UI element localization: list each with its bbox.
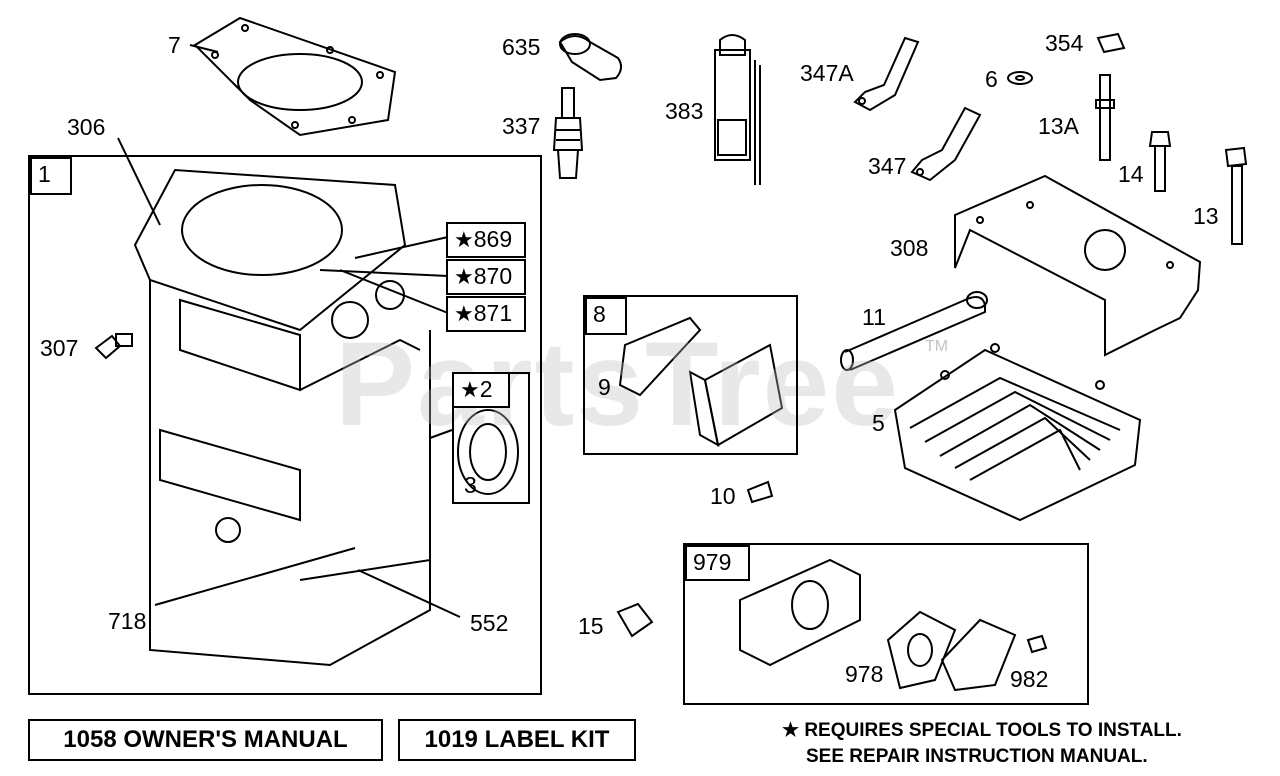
callout-347[interactable]: 347 (868, 153, 907, 179)
callout-982[interactable]: 982 (1010, 666, 1049, 692)
note-line-1: ★ REQUIRES SPECIAL TOOLS TO INSTALL. (782, 718, 1182, 744)
box-label-2[interactable]: ★2 (452, 372, 510, 408)
callout-15[interactable]: 15 (578, 613, 604, 639)
washer-6[interactable] (1007, 71, 1033, 85)
bolt-13[interactable] (1224, 146, 1248, 245)
star-icon: ★ (454, 301, 474, 326)
star-icon: ★ (782, 720, 800, 741)
box-label-871-text: 871 (473, 300, 513, 326)
callout-6[interactable]: 6 (985, 66, 998, 92)
bolt-14[interactable] (1148, 131, 1172, 192)
note-line-1-text: REQUIRES SPECIAL TOOLS TO INSTALL. (804, 720, 1182, 741)
callout-11[interactable]: 11 (862, 304, 886, 330)
head-gasket-7[interactable] (193, 16, 397, 137)
callout-718[interactable]: 718 (108, 608, 147, 634)
gasket-parts-979[interactable] (739, 558, 1048, 692)
note-line-2: SEE REPAIR INSTRUCTION MANUAL. (806, 746, 1148, 767)
box-label-8[interactable]: 8 (585, 297, 627, 335)
spark-plug-boot-635[interactable] (558, 33, 622, 82)
callout-337[interactable]: 337 (502, 113, 541, 139)
armature-383[interactable] (714, 34, 761, 185)
callout-354[interactable]: 354 (1045, 30, 1084, 56)
box-label-979[interactable]: 979 (685, 545, 750, 581)
air-guide-308[interactable] (954, 174, 1202, 357)
label-kit-box[interactable]: 1019 LABEL KIT (398, 719, 636, 761)
box-label-869-text: 869 (473, 226, 513, 252)
drain-plug-15[interactable] (616, 602, 654, 638)
cylinder-head-5[interactable] (893, 343, 1142, 522)
leader-lines (117, 44, 461, 618)
box-label-869[interactable]: ★869 (446, 222, 526, 258)
callout-13a[interactable]: 13A (1038, 113, 1079, 139)
star-icon: ★ (460, 377, 480, 402)
box-label-870[interactable]: ★870 (446, 259, 526, 295)
box-label-870-text: 870 (473, 263, 513, 289)
nut-354[interactable] (1096, 32, 1126, 54)
screw-307[interactable] (94, 333, 133, 360)
callout-552[interactable]: 552 (470, 610, 509, 636)
star-icon: ★ (454, 227, 474, 252)
spark-plug-337[interactable] (552, 87, 584, 179)
bracket-347a[interactable] (853, 36, 920, 112)
watermark-tm: TM (925, 338, 949, 355)
callout-307[interactable]: 307 (40, 335, 79, 361)
breather-parts[interactable] (618, 316, 784, 447)
box-label-2-text: 2 (479, 376, 493, 402)
box-label-1[interactable]: 1 (30, 157, 72, 195)
star-icon: ★ (454, 264, 474, 289)
callout-14[interactable]: 14 (1118, 161, 1144, 187)
callout-347a[interactable]: 347A (800, 60, 854, 86)
callout-7[interactable]: 7 (168, 32, 181, 58)
callout-308[interactable]: 308 (890, 235, 929, 261)
special-tools-note: ★ REQUIRES SPECIAL TOOLS TO INSTALL. SEE… (782, 718, 1182, 770)
callout-10[interactable]: 10 (710, 483, 736, 509)
owners-manual-box[interactable]: 1058 OWNER'S MANUAL (28, 719, 383, 761)
bracket-347[interactable] (910, 106, 982, 182)
callout-9[interactable]: 9 (598, 374, 611, 400)
group-frame-979 (683, 543, 1089, 705)
callout-13[interactable]: 13 (1193, 203, 1219, 229)
callout-306[interactable]: 306 (67, 114, 106, 140)
box-label-871[interactable]: ★871 (446, 296, 526, 332)
stud-13a[interactable] (1095, 74, 1115, 161)
callout-978[interactable]: 978 (845, 661, 884, 687)
group-frame-1 (28, 155, 542, 695)
group-frame-2 (452, 372, 530, 504)
callout-635[interactable]: 635 (502, 34, 541, 60)
callout-5[interactable]: 5 (872, 410, 885, 436)
screw-10[interactable] (746, 480, 774, 504)
callout-3[interactable]: 3 (464, 472, 477, 498)
oil-seal-3[interactable] (457, 409, 519, 495)
callout-383[interactable]: 383 (665, 98, 704, 124)
breather-tube-11[interactable] (840, 291, 988, 371)
group-frame-8 (583, 295, 798, 455)
